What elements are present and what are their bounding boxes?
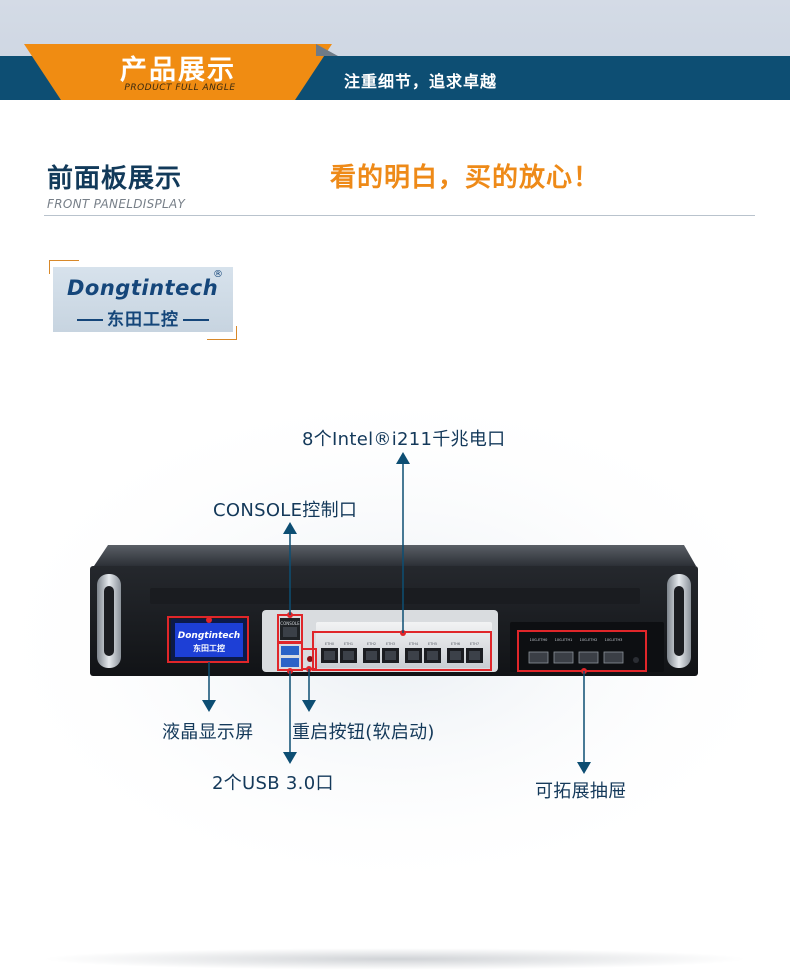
banner-subtitle: PRODUCT FULL ANGLE (124, 83, 236, 93)
sfp-port[interactable] (553, 651, 574, 664)
logo-corner-top-left (49, 260, 79, 274)
logo-brand-cn: 东田工控 (53, 305, 233, 330)
console-port-jack (283, 627, 297, 637)
arrow-expansion-head (577, 762, 591, 774)
sfp-port[interactable] (603, 651, 624, 664)
sfp-port[interactable] (528, 651, 549, 664)
sfp-port-label: 10G-ETH0 (530, 638, 548, 642)
sfp-port-label: 10G-ETH3 (605, 638, 623, 642)
lan-port-label: ETH2 (367, 642, 376, 646)
lan-port-label: ETH3 (386, 642, 395, 646)
arrow-console-head (283, 522, 297, 534)
sfp-port-label: 10G-ETH1 (555, 638, 573, 642)
lan-port-jack (469, 651, 480, 660)
lan-port-jack (450, 651, 461, 660)
logo-box: Dongtintech ® 东田工控 (53, 267, 233, 332)
lan-port-label: ETH0 (325, 642, 334, 646)
arrow-lcd-head (202, 700, 216, 712)
reset-button[interactable] (307, 656, 313, 662)
sfp-port[interactable] (578, 651, 599, 664)
section-slogan: 看的明白，买的放心！ (330, 163, 601, 193)
expansion-ports: 10G-ETH0 10G-ETH1 10G-ETH2 10G-ETH3 (528, 638, 624, 664)
chassis-vent (150, 588, 640, 604)
expansion-screw (633, 657, 639, 663)
lan-port-label: ETH6 (451, 642, 460, 646)
banner-slogan: 注重细节，追求卓越 (344, 72, 498, 91)
usb-port-1[interactable] (281, 646, 299, 655)
arrow-reset-head (302, 700, 316, 712)
section-divider (44, 215, 755, 216)
arrow-lan-head (396, 452, 410, 464)
section-title: 前面板展示 (47, 164, 183, 194)
callout-usb: 2个USB 3.0口 (212, 773, 334, 794)
callout-dot-lcd (206, 617, 212, 623)
lan-port-jack (385, 651, 396, 660)
section-subtitle: FRONT PANELDISPLAY (47, 197, 186, 211)
lan-port-jack (366, 651, 377, 660)
arrow-usb-head (283, 752, 297, 764)
logo-corner-bottom-right (207, 326, 237, 340)
banner-title: 产品展示 (120, 55, 236, 86)
callout-arrows (202, 452, 591, 774)
callout-expansion: 可拓展抽屉 (535, 781, 627, 802)
brand-logo: Dongtintech ® 东田工控 (47, 258, 239, 342)
chassis-top (94, 545, 696, 566)
logo-line-left (77, 319, 103, 321)
callout-console: CONSOLE控制口 (213, 500, 358, 521)
lan-port-label: ETH7 (470, 642, 479, 646)
lan-port-label: ETH1 (344, 642, 353, 646)
sfp-port-label: 10G-ETH2 (580, 638, 598, 642)
lan-port-jack (427, 651, 438, 660)
callout-lcd: 液晶显示屏 (162, 722, 254, 743)
lan-ports: ETH0 ETH1 ETH2 ETH3 ETH4 ETH5 ETH6 ETH7 (321, 642, 483, 663)
logo-brand-text: Dongtintech (67, 276, 219, 300)
lan-port-jack (343, 651, 354, 660)
lcd-display-area (175, 623, 243, 657)
logo-registered-mark: ® (213, 269, 223, 280)
banner-tab (24, 44, 332, 100)
lan-port-jack (324, 651, 335, 660)
lcd-brand-text: Dongtintech (178, 631, 240, 641)
expansion-drawer (510, 622, 664, 672)
logo-line-right (183, 319, 209, 321)
lan-port-jack (408, 651, 419, 660)
callout-reset: 重启按钮(软启动) (292, 722, 435, 743)
lcd-brand-cn-text: 东田工控 (193, 643, 225, 653)
logo-brand-cn-text: 东田工控 (107, 310, 179, 330)
lan-port-label: ETH5 (428, 642, 437, 646)
console-port-label: CONSOLE (280, 621, 300, 626)
bottom-shadow (40, 948, 750, 970)
handle-left-inner (104, 586, 114, 656)
callout-lan-ports: 8个Intel®i211千兆电口 (302, 429, 506, 450)
callout-frame-lcd (167, 616, 249, 663)
handle-right-inner (674, 586, 684, 656)
lan-port-label: ETH4 (409, 642, 419, 646)
usb-port-2[interactable] (281, 658, 299, 667)
